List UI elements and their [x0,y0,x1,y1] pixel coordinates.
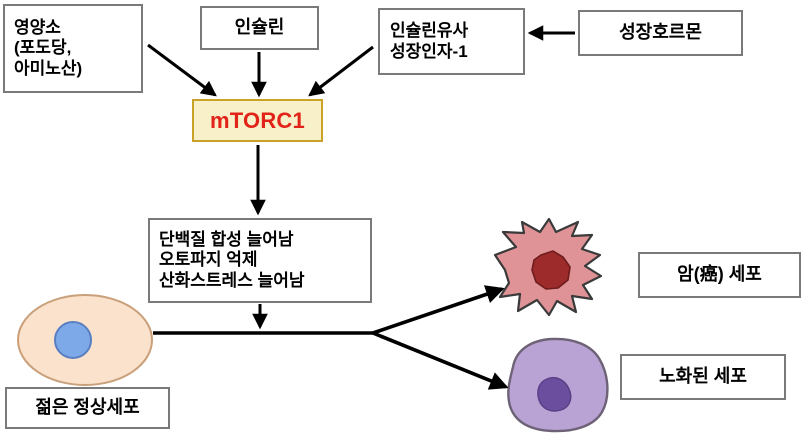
young-normal-cell-nucleus [54,321,92,359]
node-growth-hormone[interactable]: 성장호르몬 [578,10,743,56]
node-igf1[interactable]: 인슐린유사 성장인자-1 [378,8,525,75]
young-normal-cell [17,294,153,386]
arrow-branch-to-senescent-cell [372,331,509,390]
node-igf1-label: 인슐린유사 성장인자-1 [390,21,469,61]
label-cancer-cell[interactable]: 암(癌) 세포 [638,252,801,298]
node-effects[interactable]: 단백질 합성 늘어남 오토파지 억제 산화스트레스 늘어남 [148,218,372,303]
senescent-cell-membrane [507,337,609,433]
cancer-cell-membrane [493,217,603,317]
cancer-cell [493,217,603,317]
node-nutrients-label: 영양소 (포도당, 아미노산) [14,18,83,78]
node-insulin-label: 인슐린 [234,17,285,38]
cancer-cell-nucleus [531,250,571,290]
senescent-cell-nucleus [537,376,572,412]
node-insulin[interactable]: 인슐린 [200,6,319,50]
label-cancer-cell-text: 암(癌) 세포 [677,264,762,285]
young-normal-cell-membrane [17,294,153,386]
node-growth-hormone-label: 성장호르몬 [619,22,702,43]
node-effects-label: 단백질 합성 늘어남 오토파지 억제 산화스트레스 늘어남 [159,230,305,290]
label-senescent-cell-text: 노화된 세포 [659,366,747,387]
node-mtorc1-label: mTORC1 [210,107,305,133]
arrow-igf1-to-mtorc1 [308,45,374,97]
arrow-branch-to-cancer-cell [372,285,505,335]
node-nutrients[interactable]: 영양소 (포도당, 아미노산) [3,4,143,93]
label-senescent-cell[interactable]: 노화된 세포 [620,354,786,400]
label-young-normal-cell[interactable]: 젊은 정상세포 [5,387,170,429]
label-young-normal-cell-text: 젊은 정상세포 [35,397,140,418]
node-mtorc1[interactable]: mTORC1 [192,99,323,142]
arrow-nutrients-to-mtorc1 [147,43,217,97]
senescent-cell [507,337,609,433]
